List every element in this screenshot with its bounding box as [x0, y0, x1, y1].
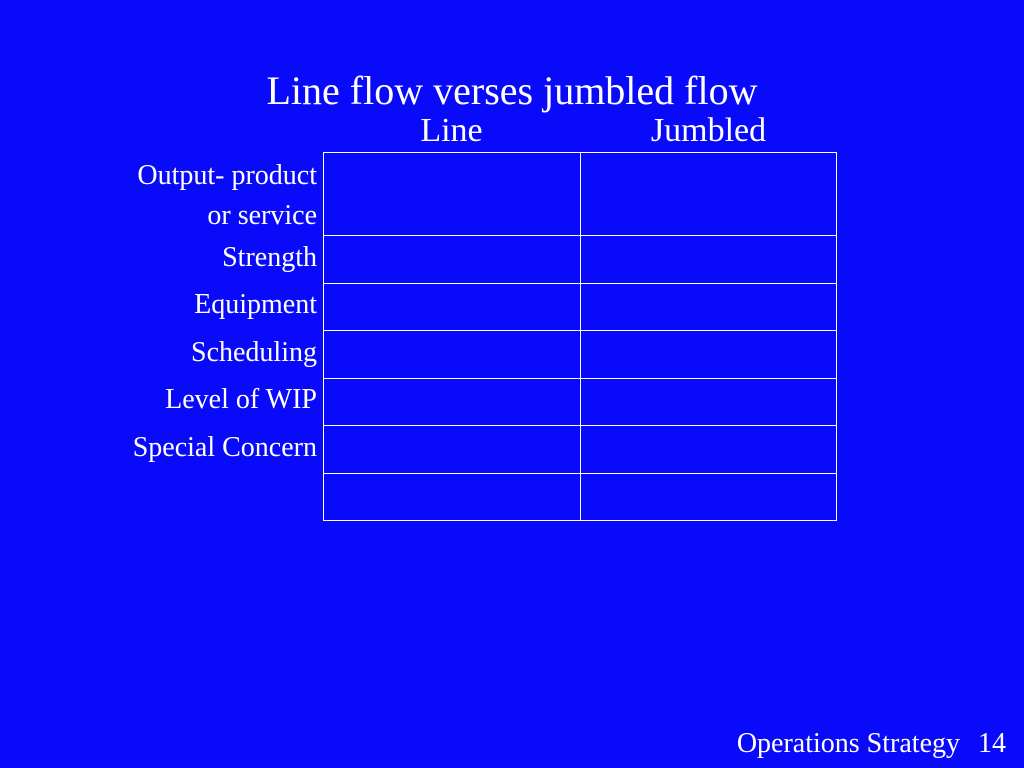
row-divider: [324, 425, 836, 426]
row-label-strength: Strength: [222, 242, 317, 273]
column-header-line: Line: [420, 112, 483, 149]
column-header-jumbled: Jumbled: [650, 112, 767, 149]
row-divider: [324, 283, 836, 284]
row-label-output-line2: or service: [207, 200, 317, 231]
comparison-table: [323, 152, 837, 521]
row-divider: [324, 330, 836, 331]
slide-footer: Operations Strategy 14: [737, 726, 1006, 762]
row-label-special-concern: Special Concern: [132, 432, 317, 463]
column-divider: [580, 153, 581, 520]
row-label-equipment: Equipment: [194, 289, 317, 320]
row-divider: [324, 235, 836, 236]
row-label-level-of-wip: Level of WIP: [165, 384, 317, 415]
row-divider: [324, 378, 836, 379]
row-label-scheduling: Scheduling: [191, 337, 317, 368]
slide-title: Line flow verses jumbled flow: [266, 68, 758, 113]
footer-text: Operations Strategy: [736, 728, 960, 759]
page-number: 14: [978, 728, 1006, 759]
row-divider: [324, 473, 836, 474]
row-label-output-line1: Output- product: [137, 160, 317, 191]
